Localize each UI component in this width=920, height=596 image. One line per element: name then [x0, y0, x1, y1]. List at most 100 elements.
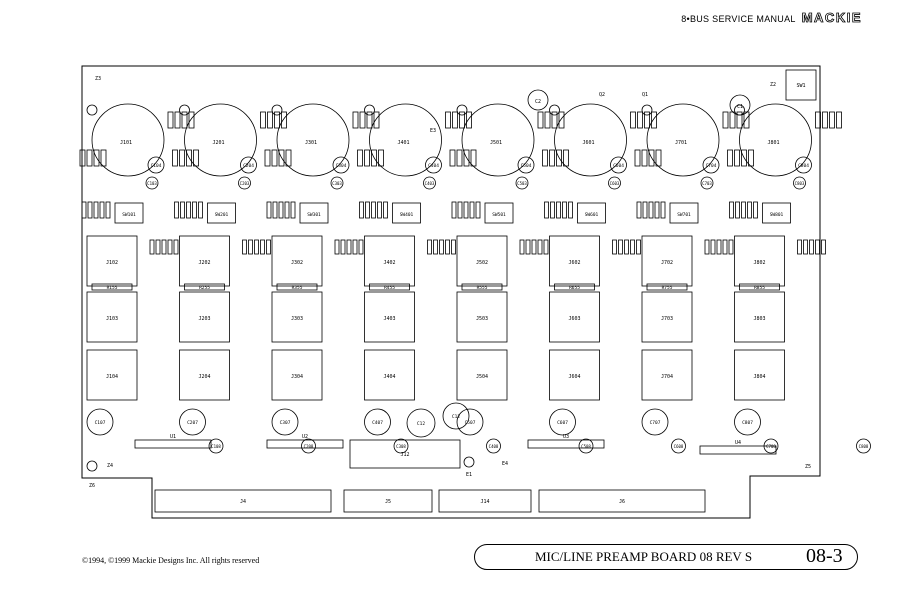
- resistor-outline: [359, 111, 366, 129]
- ic-label: U2: [302, 434, 308, 440]
- xlr-jack-outline: [646, 103, 720, 177]
- capacitor-outline: [238, 176, 251, 190]
- capacitor-outline: [671, 438, 686, 454]
- capacitor-outline: [423, 176, 436, 190]
- resistor-outline: [161, 239, 167, 255]
- trimmer-module-outline: [734, 235, 785, 287]
- capacitor-outline: [486, 438, 501, 454]
- edge-connector: [438, 489, 532, 513]
- edge-connector-label: J14: [480, 499, 489, 505]
- edge-connector-label: J5: [385, 499, 391, 505]
- ic-label: U1: [170, 434, 176, 440]
- edge-connector: [538, 489, 706, 513]
- resistor-outline: [735, 201, 740, 219]
- switch-outline: [114, 202, 144, 224]
- trimmer-label: J603: [568, 316, 580, 322]
- resistor-outline: [172, 149, 178, 167]
- trimmer-label: J202: [198, 260, 210, 266]
- resistor-outline: [174, 111, 181, 129]
- trimmer-module-outline: [364, 235, 415, 287]
- trimmer-label: J502: [476, 260, 488, 266]
- resistor-outline: [260, 239, 265, 255]
- resistor-outline: [100, 149, 107, 167]
- resistor-bar: [184, 283, 225, 291]
- resistor-outline: [198, 201, 203, 219]
- resistor-outline: [741, 201, 746, 219]
- resistor-bar-label: R455: [384, 285, 395, 291]
- capacitor-label: C208: [304, 444, 314, 449]
- trimmer-label: J302: [291, 260, 303, 266]
- resistor-outline: [551, 111, 558, 129]
- trimmer-label: J503: [476, 316, 488, 322]
- switch-label: SW801: [770, 212, 784, 218]
- resistor-outline: [193, 149, 199, 167]
- trimmer-module-outline: [271, 235, 323, 287]
- resistor-outline: [267, 111, 273, 129]
- capacitor-label: C104: [151, 163, 162, 169]
- brand-logo: MACKIE: [801, 10, 862, 26]
- resistor-outline: [264, 149, 271, 167]
- resistor-outline: [439, 239, 444, 255]
- trimmer-label: J303: [291, 316, 303, 322]
- capacitor-outline: [729, 94, 751, 116]
- resistor-outline: [797, 239, 802, 255]
- electrolytic-capacitor: [442, 402, 470, 430]
- resistor-outline: [644, 111, 650, 129]
- switch-outline: [299, 202, 329, 224]
- switch-outline: [669, 202, 699, 224]
- resistor-outline: [822, 111, 828, 129]
- resistor-outline: [340, 239, 346, 255]
- connector-label: J12: [400, 452, 409, 458]
- resistor-outline: [433, 239, 438, 255]
- resistor-outline: [174, 201, 179, 219]
- trimmer-module-outline: [456, 235, 508, 287]
- capacitor-outline: [702, 156, 720, 174]
- resistor-outline: [537, 239, 543, 255]
- trimmer-module-outline: [364, 291, 415, 343]
- resistor-outline: [463, 149, 470, 167]
- trimmer-module-outline: [86, 235, 138, 287]
- capacitor-label: C303: [332, 181, 342, 186]
- switch-label: SW301: [307, 212, 321, 218]
- xlr-jack-outline: [554, 103, 627, 177]
- switch-label: SW501: [492, 212, 506, 218]
- resistor-outline: [352, 239, 358, 255]
- trimmer-label: J203: [198, 316, 210, 322]
- resistor-outline: [290, 201, 296, 219]
- misc-label: E1: [466, 472, 472, 478]
- capacitor-outline: [608, 176, 621, 190]
- resistor-bar: [461, 283, 503, 291]
- resistor-bar: [369, 283, 410, 291]
- zone-label: Z6: [89, 483, 95, 489]
- switch-outline: [392, 202, 421, 224]
- resistor-bar-label: R855: [754, 285, 765, 291]
- ic-outline: [134, 439, 212, 449]
- resistor-bar-label: R355: [292, 285, 303, 291]
- misc-label: E3: [430, 128, 436, 134]
- trimmer-module-outline: [734, 349, 785, 401]
- capacitor-label: C207: [187, 420, 198, 426]
- capacitor-label: C308: [396, 444, 406, 449]
- connector-block: [349, 439, 461, 469]
- capacitor-label: C607: [557, 420, 568, 426]
- resistor-outline: [722, 111, 729, 129]
- resistor-outline: [637, 111, 643, 129]
- resistor-outline: [815, 111, 821, 129]
- capacitor-outline: [147, 156, 165, 174]
- resistor-outline: [445, 239, 450, 255]
- resistor-bar-label: R155: [107, 285, 118, 291]
- capacitor-label: C804: [798, 163, 809, 169]
- edge-connector: [343, 489, 433, 513]
- resistor-outline: [87, 201, 93, 219]
- trimmer-module-outline: [271, 291, 323, 343]
- resistor-outline: [365, 201, 370, 219]
- resistor-outline: [364, 149, 370, 167]
- trimmer-module-outline: [179, 349, 230, 401]
- electrolytic-capacitor: [271, 408, 299, 436]
- resistor-outline: [86, 149, 93, 167]
- trimmer-label: J402: [383, 260, 395, 266]
- resistor-outline: [624, 239, 629, 255]
- trimmer-label: J404: [383, 374, 395, 380]
- resistor-outline: [457, 201, 463, 219]
- resistor-outline: [186, 201, 191, 219]
